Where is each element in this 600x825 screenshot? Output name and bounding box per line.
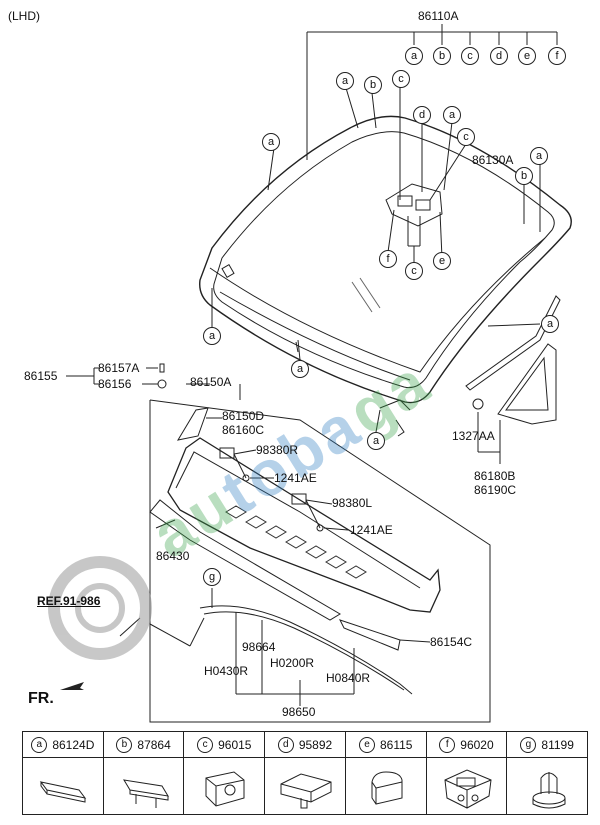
clip-plate-icon <box>122 779 169 808</box>
callout-a-glass-top: a <box>336 72 354 90</box>
legend-letter: c <box>197 736 214 753</box>
callout-f-sensor: f <box>379 250 397 268</box>
part-86155: 86155 <box>24 369 58 383</box>
reference-label[interactable]: REF.91-986 <box>37 594 101 608</box>
callout-c-glass-top: c <box>392 70 410 88</box>
callout-b-top: b <box>433 47 451 65</box>
part-86430: 86430 <box>156 549 190 563</box>
callout-a-left: a <box>262 133 280 151</box>
callout-a-top: a <box>405 47 423 65</box>
part-86180B: 86180B <box>474 469 516 483</box>
callout-c-sensor: c <box>405 262 423 280</box>
part-1327AA: 1327AA <box>452 429 495 443</box>
legend-cell-e[interactable]: e 86115 <box>345 732 427 814</box>
part-98380R: 98380R <box>256 443 299 457</box>
callout-g-cowl: g <box>203 568 221 586</box>
legend-letter: a <box>31 736 48 753</box>
legend-letter: d <box>277 736 294 753</box>
legend-cell-b[interactable]: b 87864 <box>103 732 185 814</box>
part-98664: 98664 <box>242 640 276 654</box>
front-direction-label: FR. <box>28 690 54 707</box>
part-86157A: 86157A <box>98 361 140 375</box>
legend-code: 87864 <box>137 737 171 752</box>
callout-f-top: f <box>548 47 566 65</box>
part-H0200R: H0200R <box>270 656 315 670</box>
legend-letter: e <box>358 736 375 753</box>
push-clip-icon <box>532 772 566 809</box>
callout-a-lower-left: a <box>203 327 221 345</box>
callout-a-lower-mid: a <box>291 360 309 378</box>
legend-cell-d[interactable]: d 95892 <box>265 732 346 814</box>
callout-d-top: d <box>490 47 508 65</box>
front-arrow-icon <box>60 682 84 690</box>
part-86156: 86156 <box>98 377 132 391</box>
part-86150A: 86150A <box>190 375 232 389</box>
variant-label: (LHD) <box>8 9 40 23</box>
part-86110A: 86110A <box>418 9 459 23</box>
legend-code: 96015 <box>218 737 252 752</box>
callout-b-glass-top: b <box>364 76 382 94</box>
legend-table: a 86124D b 87864 c 96015 d 95892 e 86115 f 960… <box>22 731 588 815</box>
rubber-block-icon <box>371 771 403 805</box>
callout-b-edge: b <box>515 167 533 185</box>
legend-code: 95892 <box>298 737 333 752</box>
part-1241AE-lower: 1241AE <box>350 523 393 537</box>
legend-cell-g[interactable]: g 81199 <box>507 732 588 814</box>
callout-d-glass: d <box>413 106 431 124</box>
part-86160C: 86160C <box>222 423 265 437</box>
part-98380L: 98380L <box>332 496 373 510</box>
watermark-text: a u t o b a g a <box>139 347 440 572</box>
callout-a-glass-right: a <box>443 106 461 124</box>
legend-cell-c[interactable]: c 96015 <box>184 732 266 814</box>
part-1241AE-upper: 1241AE <box>274 471 317 485</box>
mount-bracket-icon <box>280 773 332 809</box>
part-86150D: 86150D <box>222 409 265 423</box>
part-98650: 98650 <box>282 705 316 719</box>
legend-letter: b <box>116 736 133 753</box>
callout-a-edge: a <box>530 147 548 165</box>
part-H0840R: H0840R <box>326 671 371 685</box>
callout-a-right: a <box>541 315 559 333</box>
legend-code: 96020 <box>460 737 494 752</box>
callout-e-top: e <box>518 47 536 65</box>
flat-pad-icon <box>39 781 87 803</box>
legend-code: 86115 <box>379 737 413 752</box>
part-86130A: 86130A <box>472 153 514 167</box>
watermark-logo <box>48 556 152 660</box>
callout-a-bottom: a <box>367 432 385 450</box>
legend-code: 81199 <box>541 737 574 752</box>
sensor-bracket-icon <box>205 771 245 807</box>
legend-letter: f <box>439 736 456 753</box>
callout-e-sensor: e <box>433 252 451 270</box>
legend-cell-a[interactable]: a 86124D <box>23 732 104 814</box>
legend-code: 86124D <box>52 737 95 752</box>
legend-letter: g <box>520 736 537 753</box>
callout-c-top: c <box>461 47 479 65</box>
part-86190C: 86190C <box>474 483 517 497</box>
legend-cell-f[interactable]: f 96020 <box>426 732 508 814</box>
part-86154C: 86154C <box>430 635 473 649</box>
part-H0430R: H0430R <box>204 664 249 678</box>
sensor-module-icon <box>444 769 492 809</box>
callout-c-glass-right: c <box>457 128 475 146</box>
